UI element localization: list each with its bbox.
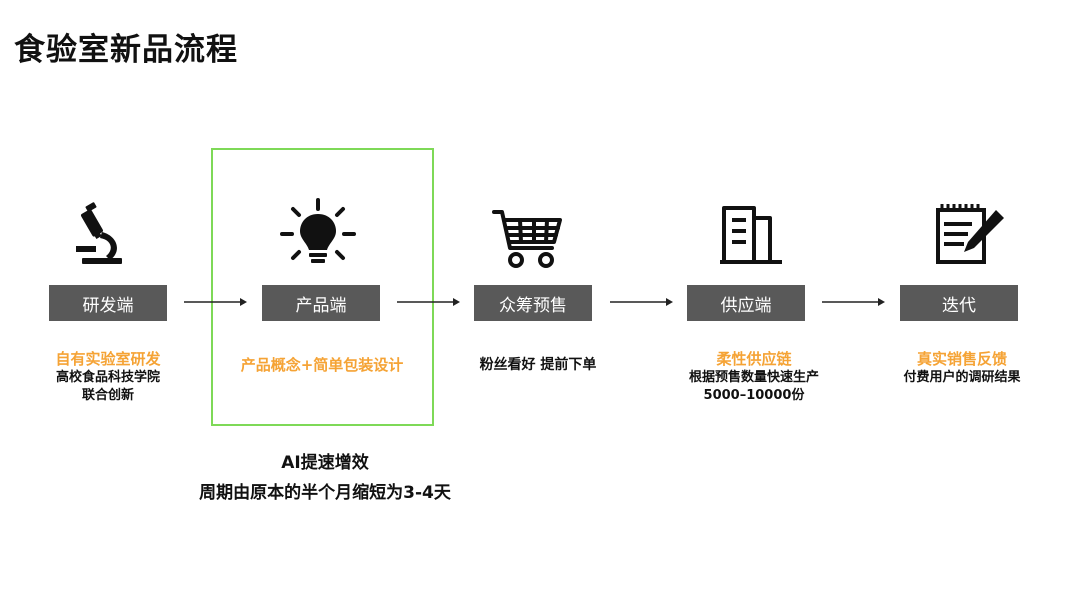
arrow-right-icon [397,298,460,306]
stage-desc-supply: 柔性供应链 根据预售数量快速生产 5000–10000份 [654,350,854,405]
stage-box-product: 产品端 [262,285,380,321]
stage-highlight: 真实销售反馈 [916,350,1007,368]
stage-desc-crowdfunding: 粉丝看好 提前下单 [438,356,638,375]
stage-plain-text: 粉丝看好 提前下单 [479,357,597,373]
stage-sub-line: 联合创新 [81,388,134,403]
notepad-pencil-icon [936,204,1004,264]
arrow-right-icon [822,298,885,306]
stage-highlight: 产品概念+简单包装设计 [240,356,404,374]
lightbulb-icon [280,198,356,263]
ai-note-line1: AI提速增效 [281,453,369,473]
stage-highlight: 自有实验室研发 [55,350,161,368]
stage-desc-iteration: 真实销售反馈 付费用户的调研结果 [862,350,1062,387]
stage-box-supply: 供应端 [687,285,805,321]
stage-sub-line: 付费用户的调研结果 [903,370,1021,385]
page-title: 食验室新品流程 [14,32,238,68]
shopping-cart-icon [492,210,562,268]
arrow-right-icon [184,298,247,306]
stage-desc-product: 产品概念+简单包装设计 [222,356,422,375]
ai-note: AI提速增效 周期由原本的半个月缩短为3-4天 [160,448,490,508]
arrow-right-icon [610,298,673,306]
building-icon [720,206,782,264]
microscope-icon [76,202,122,264]
stage-sub-line: 根据预售数量快速生产 [688,370,819,385]
stage-box-iteration: 迭代 [900,285,1018,321]
stage-sub-line: 高校食品科技学院 [55,370,160,385]
stage-box-crowdfunding: 众筹预售 [474,285,592,321]
stage-desc-rd: 自有实验室研发 高校食品科技学院 联合创新 [8,350,208,405]
stage-sub-line: 5000–10000份 [703,388,805,403]
highlight-frame [211,148,434,426]
stage-highlight: 柔性供应链 [716,350,792,368]
ai-note-line2: 周期由原本的半个月缩短为3-4天 [199,483,451,503]
stage-box-rd: 研发端 [49,285,167,321]
